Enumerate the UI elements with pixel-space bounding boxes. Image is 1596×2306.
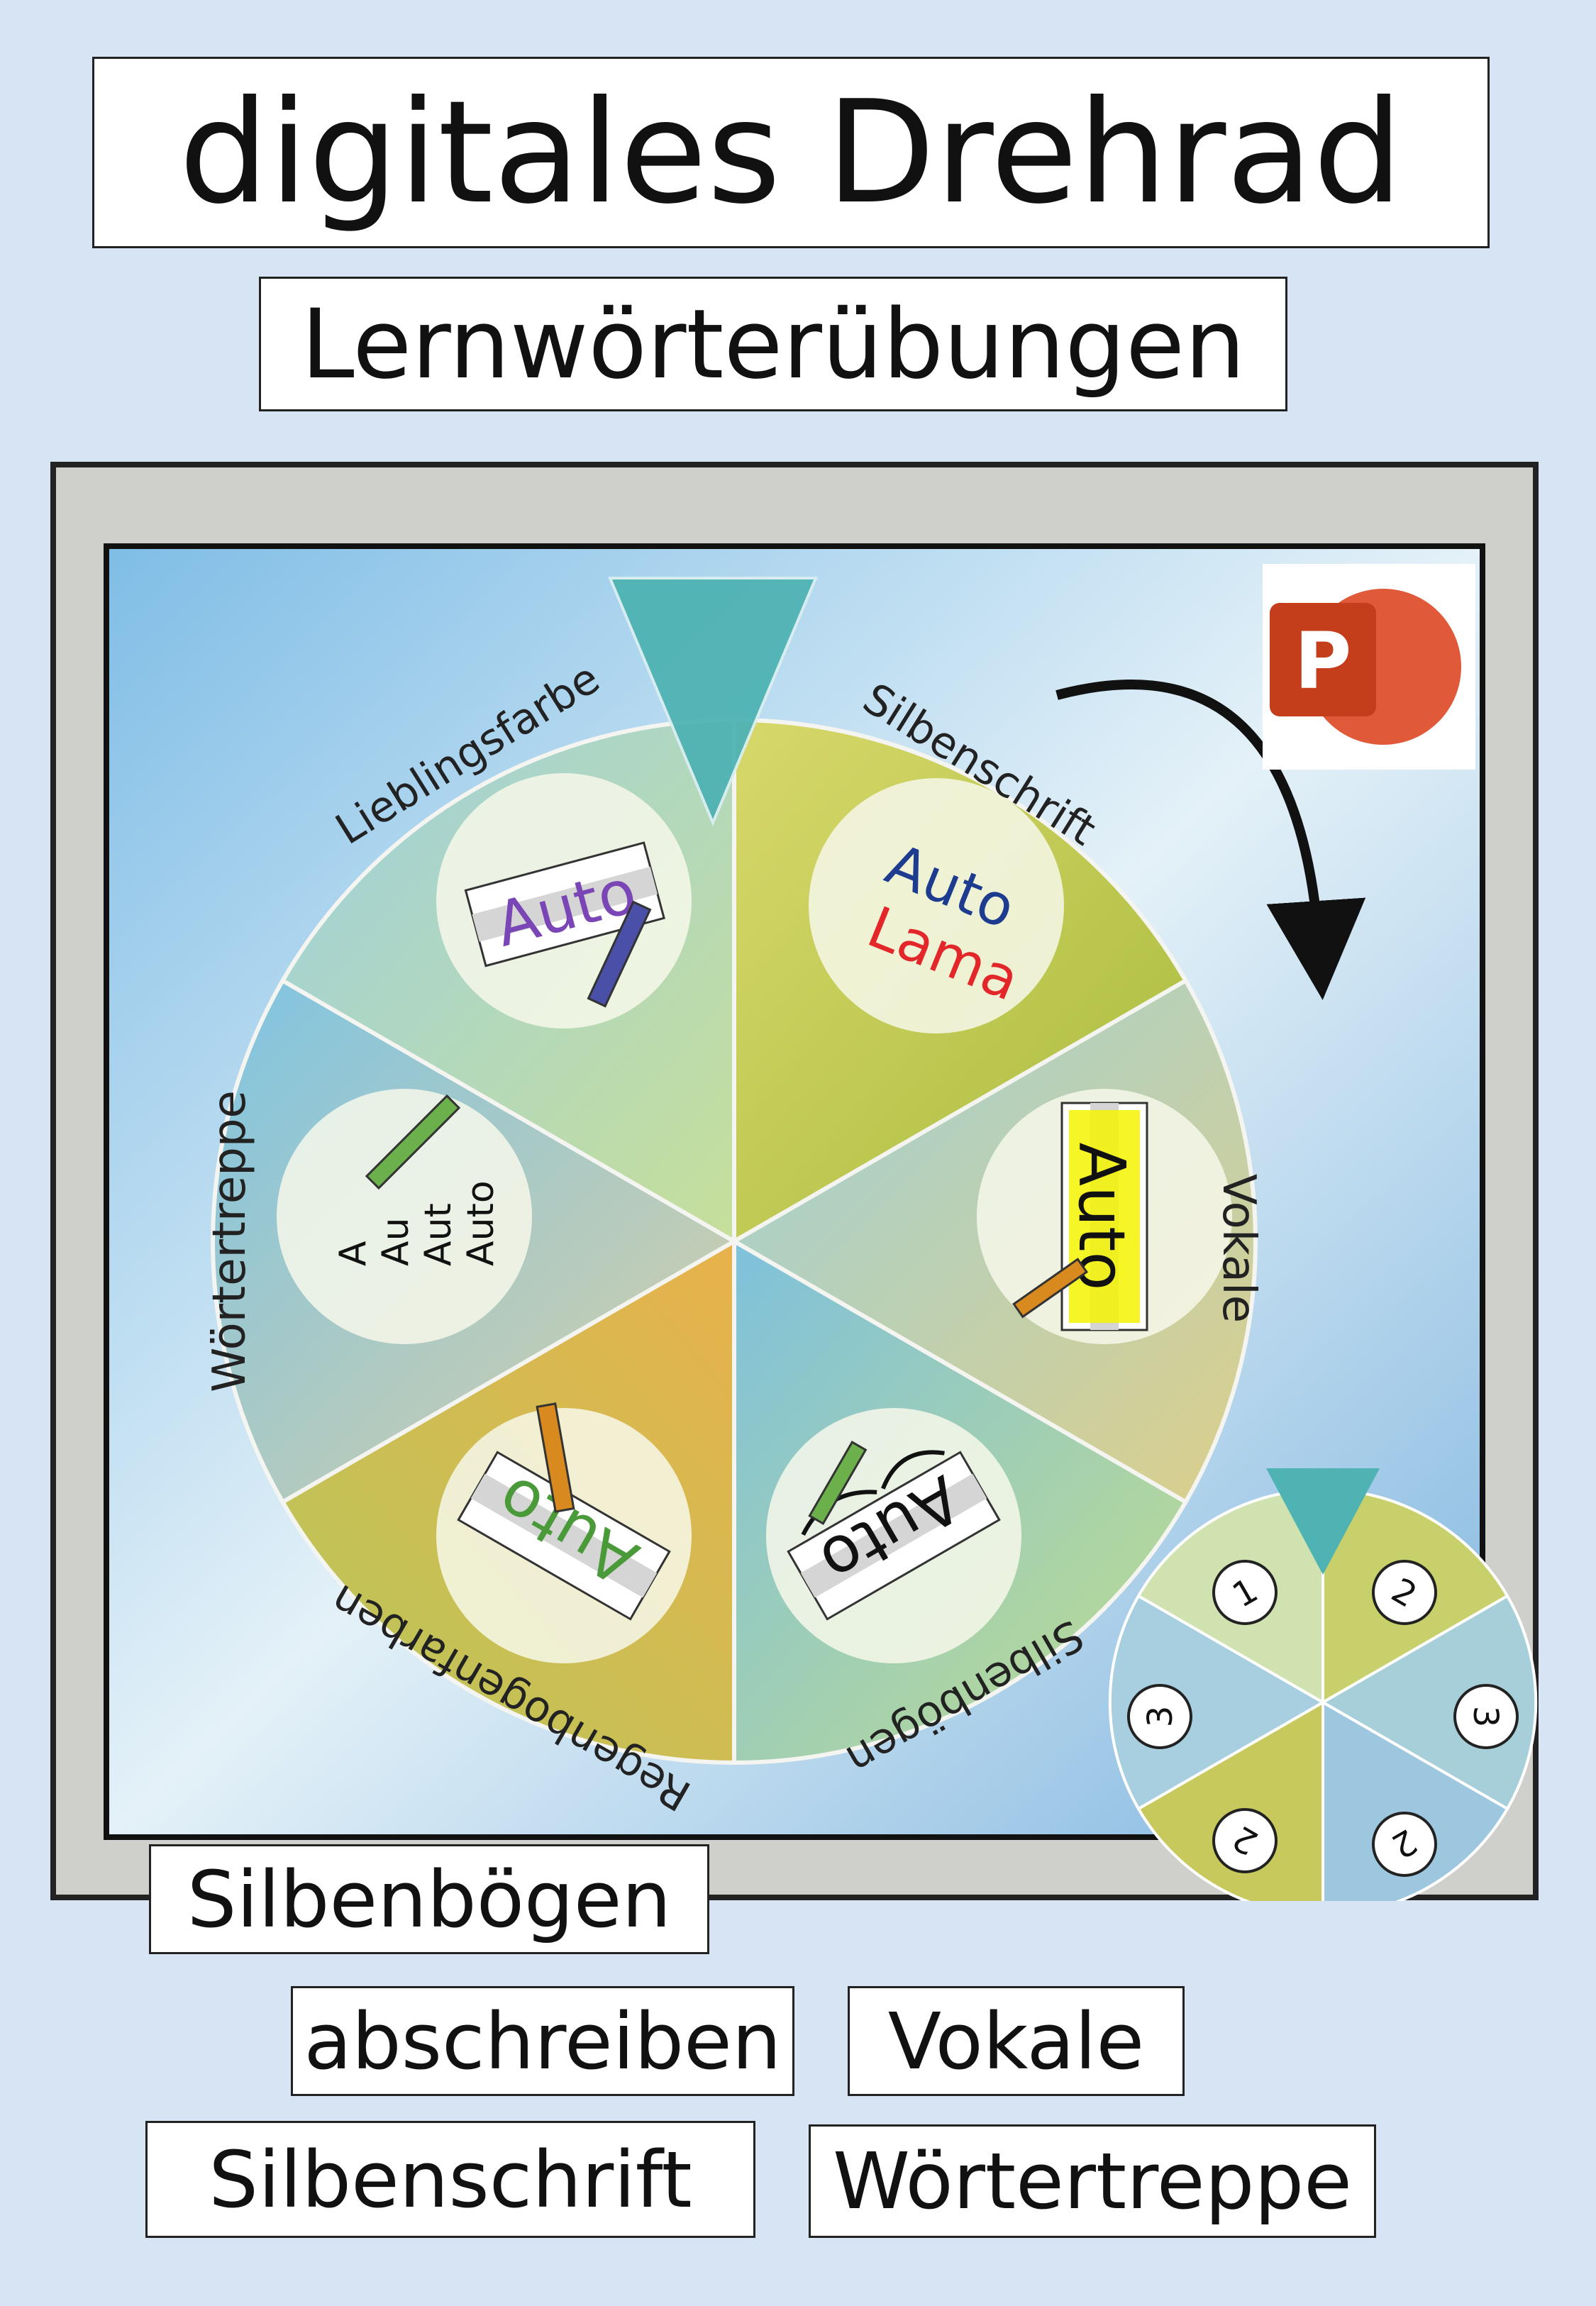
- svg-text:A: A: [332, 1241, 375, 1266]
- tag-vokale: Vokale: [848, 1986, 1185, 2096]
- svg-text:Au: Au: [375, 1217, 417, 1266]
- svg-text:P: P: [1295, 616, 1352, 706]
- tag-woertertreppe: Wörtertreppe: [809, 2124, 1376, 2238]
- svg-text:Aut: Aut: [417, 1203, 460, 1266]
- segment-label-vokale: Vokale: [1212, 1174, 1265, 1323]
- page-title: digitales Drehrad: [92, 57, 1490, 248]
- tag-silbenboegen: Silbenbögen: [149, 1844, 709, 1954]
- segment-label-woertertreppe: Wörtertreppe: [204, 1090, 256, 1392]
- powerpoint-icon: P: [1263, 564, 1475, 770]
- wheel-screen: Silbenschrift Vokale Silbenbögen Regenbo…: [50, 462, 1539, 1901]
- svg-text:3: 3: [1465, 1706, 1505, 1728]
- pencil-icon-2: [365, 1094, 461, 1190]
- svg-text:Auto: Auto: [460, 1180, 502, 1266]
- pencil-icon: [808, 1440, 868, 1526]
- vokale-example-card: Auto: [1060, 1102, 1148, 1331]
- spinning-wheel[interactable]: Silbenschrift Vokale Silbenbögen Regenbo…: [204, 653, 1265, 1820]
- page-subtitle: Lernwörterübungen: [259, 277, 1287, 411]
- crayon-icon-2: [536, 1402, 575, 1513]
- wheel-pointer: [607, 577, 819, 827]
- tag-abschreiben: abschreiben: [291, 1986, 794, 2096]
- svg-text:3: 3: [1141, 1706, 1180, 1728]
- mini-wheel: 2 3 2 2 3 1: [1108, 1468, 1538, 1901]
- tag-silbenschrift: Silbenschrift: [145, 2121, 755, 2238]
- crayon-icon: [1012, 1258, 1089, 1319]
- crayon-icon-3: [587, 900, 652, 1008]
- rotation-arrow: [1055, 680, 1366, 1000]
- woertertreppe-example: A Au Aut Auto: [332, 1180, 502, 1266]
